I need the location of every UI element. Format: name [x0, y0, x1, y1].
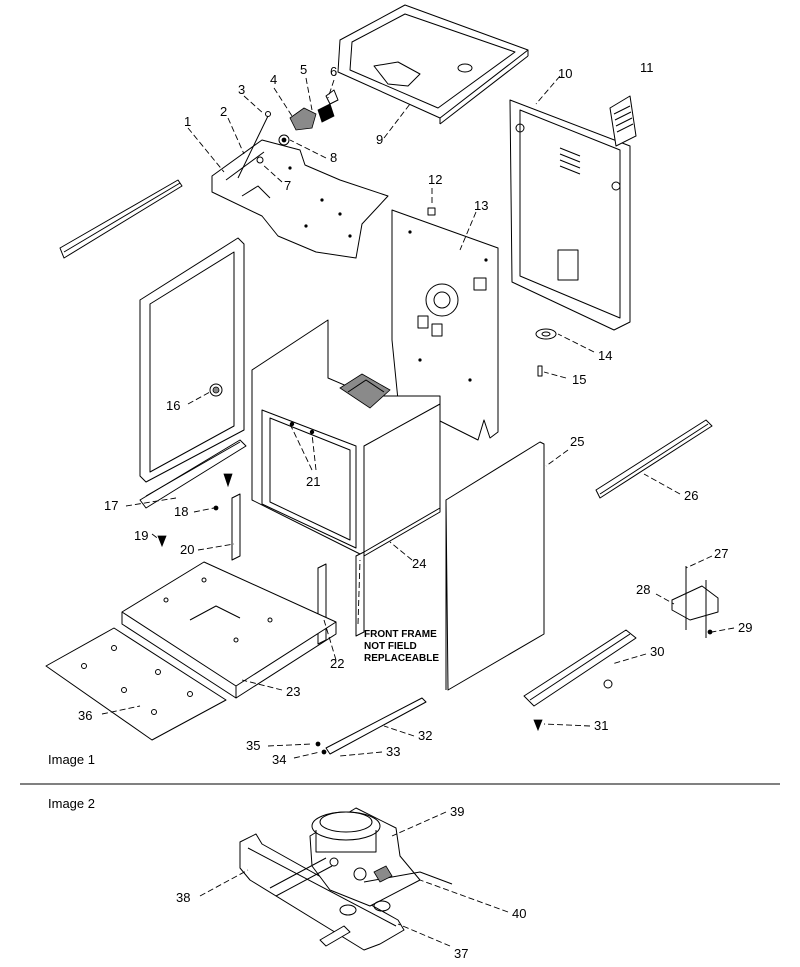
callout-36: 36	[78, 708, 92, 723]
callout-3: 3	[238, 82, 245, 97]
main-top-panel-part	[211, 139, 389, 259]
callout-40: 40	[512, 906, 526, 921]
callout-9: 9	[376, 132, 383, 147]
callout-32: 32	[418, 728, 432, 743]
callout-25: 25	[570, 434, 584, 449]
callout-1: 1	[184, 114, 191, 129]
front-frame-note-line2: NOT FIELD	[364, 641, 417, 652]
callout-39: 39	[450, 804, 464, 819]
top-cover-part	[337, 4, 529, 125]
kick-plate-part	[325, 697, 427, 755]
callout-12: 12	[428, 172, 442, 187]
image1-label: Image 1	[48, 752, 95, 767]
callout-4: 4	[270, 72, 277, 87]
rear-cover-part	[509, 99, 631, 331]
bottom-plate-part	[45, 627, 227, 741]
callout-38: 38	[176, 890, 190, 905]
callout-14: 14	[598, 348, 612, 363]
vent-grille-part	[609, 95, 637, 147]
callout-18: 18	[174, 504, 188, 519]
callout-15: 15	[572, 372, 586, 387]
callout-13: 13	[474, 198, 488, 213]
front-frame-note-line1: FRONT FRAME	[364, 629, 437, 640]
callout-30: 30	[650, 644, 664, 659]
bottom-tray-part	[121, 561, 337, 699]
callout-27: 27	[714, 546, 728, 561]
callout-37: 37	[454, 946, 468, 961]
callout-8: 8	[330, 150, 337, 165]
callout-23: 23	[286, 684, 300, 699]
callout-10: 10	[558, 66, 572, 81]
right-bottom-channel-part	[523, 629, 637, 707]
callout-11: 11	[640, 60, 654, 75]
callout-17: 17	[104, 498, 118, 513]
callout-35: 35	[246, 738, 260, 753]
callout-5: 5	[300, 62, 307, 77]
oven-cavity-frame-part	[251, 319, 441, 557]
left-top-rail-part	[59, 179, 183, 259]
callout-2: 2	[220, 104, 227, 119]
pin-part	[537, 365, 543, 377]
image2-leaders	[199, 811, 509, 947]
callout-24: 24	[412, 556, 426, 571]
callout-31: 31	[594, 718, 608, 733]
right-rail-part	[595, 419, 713, 499]
callout-26: 26	[684, 488, 698, 503]
bracket-part	[671, 566, 719, 638]
callout-20: 20	[180, 542, 194, 557]
callout-22: 22	[330, 656, 344, 671]
callout-19: 19	[134, 528, 148, 543]
grommet-part	[535, 328, 557, 340]
left-bottom-channel-part	[139, 439, 247, 509]
front-frame-note-line3: REPLACEABLE	[364, 653, 439, 664]
control-components-part	[237, 89, 339, 179]
clip-part	[427, 207, 436, 216]
callout-6: 6	[330, 64, 337, 79]
rear-panel-part	[391, 209, 499, 441]
callout-7: 7	[284, 178, 291, 193]
callout-21: 21	[306, 474, 320, 489]
callout-33: 33	[386, 744, 400, 759]
image2-label: Image 2	[48, 796, 95, 811]
callout-34: 34	[272, 752, 286, 767]
right-side-panel-part	[445, 441, 545, 691]
callout-29: 29	[738, 620, 752, 635]
igniter-assembly-part	[239, 807, 453, 951]
left-side-panel-part	[139, 237, 245, 483]
callout-leaders	[101, 75, 735, 759]
callout-16: 16	[166, 398, 180, 413]
callout-28: 28	[636, 582, 650, 597]
